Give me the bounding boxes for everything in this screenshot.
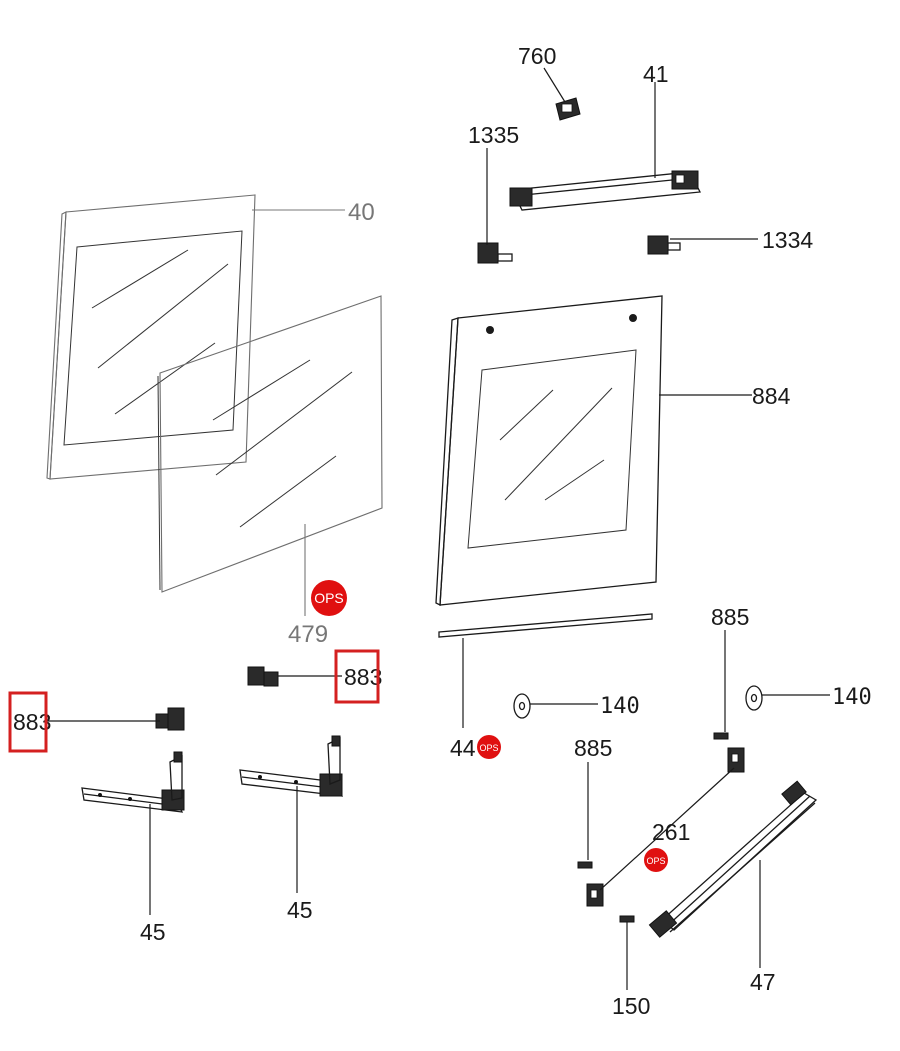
svg-text:OPS: OPS [479, 743, 498, 753]
part-45-hinge-right [239, 735, 344, 797]
highlight-box-883-left [8, 691, 48, 753]
leader-261 [599, 767, 735, 891]
part-885-screw-right [713, 732, 729, 740]
part-140-pad-right [745, 685, 763, 711]
callout-885-right: 885 [711, 604, 749, 630]
callout-1335: 1335 [468, 122, 519, 148]
part-479-inner-glass [157, 295, 383, 593]
ops-badge-261: OPS [644, 848, 668, 872]
highlight-box-883-upper [334, 649, 380, 704]
part-45-hinge-left [81, 751, 185, 813]
part-1334-hinge-clip [647, 235, 681, 255]
svg-text:OPS: OPS [314, 590, 344, 606]
callout-40: 40 [348, 199, 375, 226]
callout-140-left: 140 [600, 694, 640, 719]
callout-47: 47 [750, 969, 776, 995]
part-40-outer-glass [46, 194, 256, 480]
callout-261: 261 [652, 819, 690, 845]
leader-760 [543, 67, 566, 103]
callout-760: 760 [518, 43, 556, 69]
callout-479: 479 [288, 621, 328, 648]
part-261-handle-caps [586, 747, 745, 907]
svg-text:OPS: OPS [646, 856, 665, 866]
callout-1334: 1334 [762, 227, 813, 253]
part-1335-hinge-clip [477, 242, 513, 264]
part-41-top-profile [509, 170, 702, 211]
callout-885-lower: 885 [574, 735, 612, 761]
part-44-seal-strip [438, 613, 653, 638]
part-883-hinge-clip-left [155, 707, 185, 731]
callout-884: 884 [752, 383, 791, 409]
part-884-inner-door [435, 295, 663, 607]
callout-41: 41 [643, 61, 669, 87]
part-47-door-handle [648, 780, 818, 938]
callout-44: 44 [450, 735, 476, 761]
ops-badge-large: OPS [311, 580, 347, 616]
callout-45-right: 45 [287, 897, 313, 923]
part-885-screw-lower [577, 861, 593, 869]
callout-45-left: 45 [140, 919, 166, 945]
callout-883-upper: 883 [344, 664, 382, 690]
part-760-clip [555, 97, 581, 121]
callout-140-right: 140 [832, 685, 872, 710]
part-140-pad-left [513, 693, 531, 719]
callout-150: 150 [612, 993, 650, 1019]
part-150-screw [619, 915, 635, 923]
part-883-hinge-clip-upper [247, 666, 279, 687]
ops-badge-44: OPS [477, 735, 501, 759]
